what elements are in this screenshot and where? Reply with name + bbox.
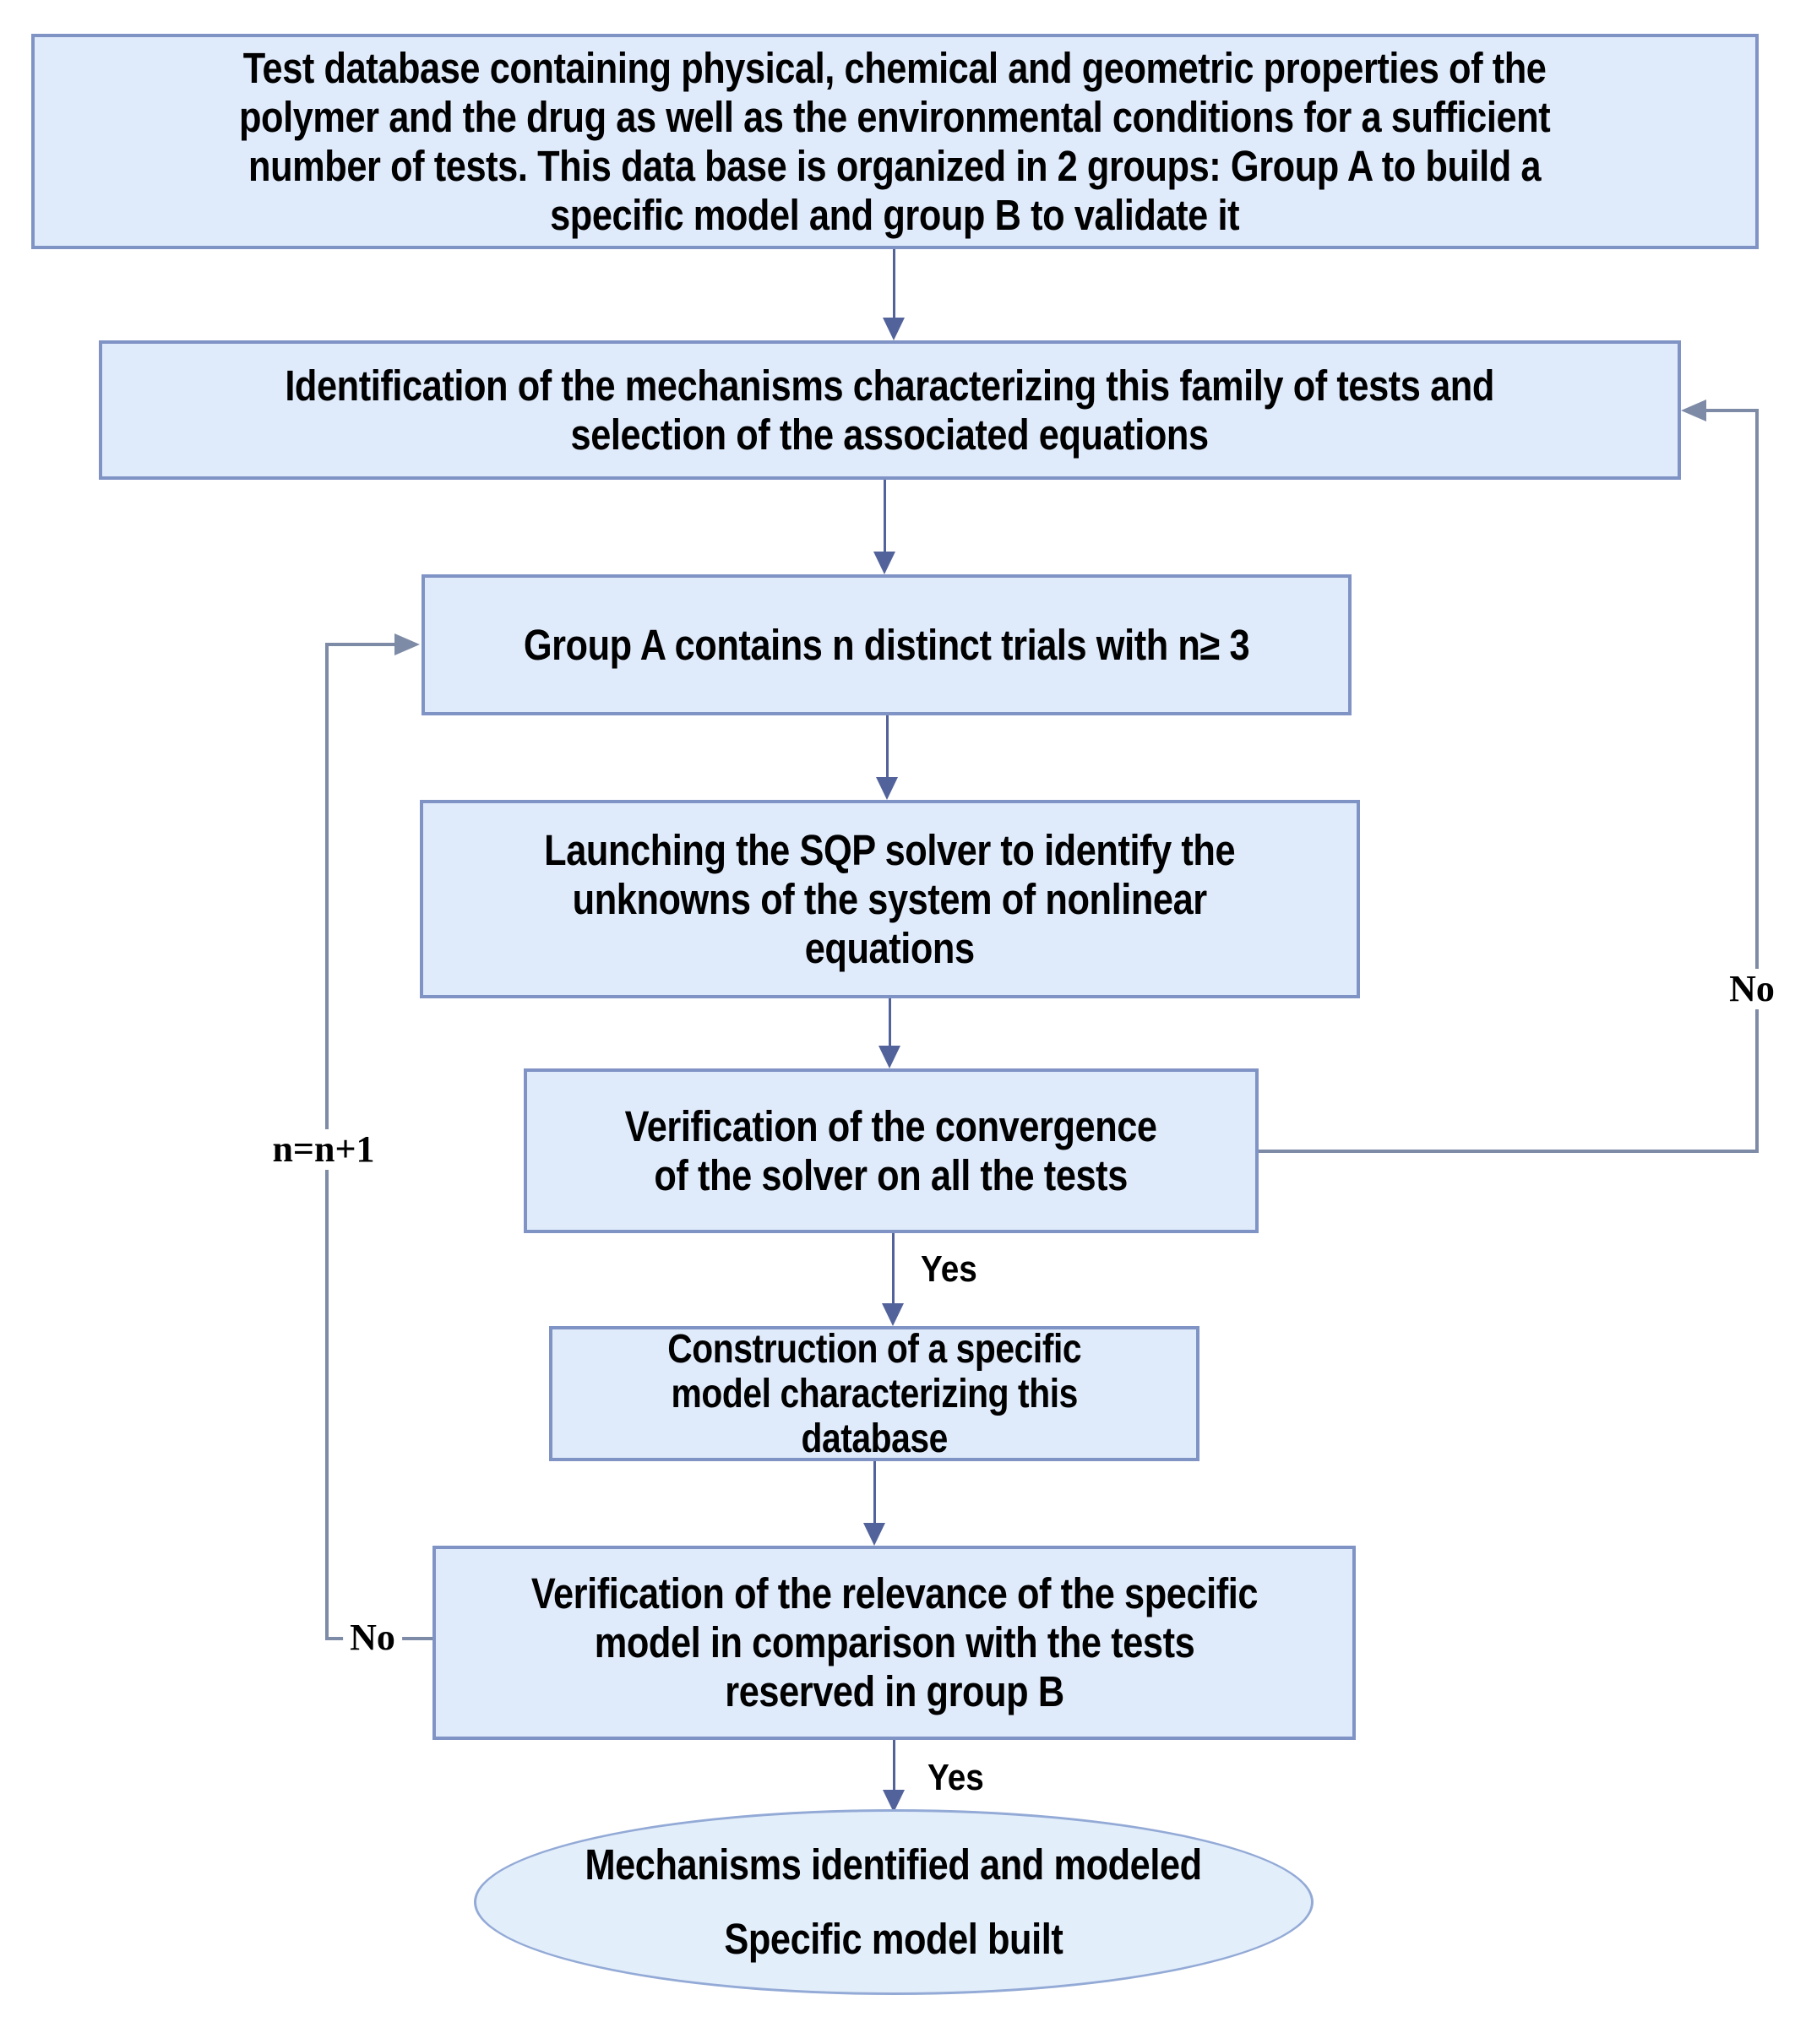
arrowhead-no-convergence-to-identification (1681, 400, 1706, 421)
node-construction-text: Construction of a specific model charact… (667, 1326, 1081, 1461)
label-yes-convergence: Yes (921, 1248, 977, 1290)
arrow-sqp-to-convergence (889, 998, 891, 1049)
node-group-a: Group A contains n distinct trials with … (422, 574, 1352, 715)
arrow-convergence-to-construction (892, 1233, 895, 1306)
arrowhead-convergence-to-construction (882, 1303, 904, 1326)
label-no-relevance: No (343, 1617, 402, 1658)
node-sqp-solver-text: Launching the SQP solver to identify the… (544, 825, 1236, 972)
arrowhead-identification-to-group-a (873, 552, 895, 574)
arrow-construction-to-relevance (873, 1461, 876, 1525)
arrowhead-database-to-identification (883, 318, 905, 340)
arrowhead-construction-to-relevance (863, 1523, 885, 1546)
arrowhead-no-relevance-to-group-a (394, 633, 420, 655)
loop-no-convergence-top-segment (1703, 409, 1759, 412)
node-identification: Identification of the mechanisms charact… (99, 340, 1681, 480)
arrow-identification-to-group-a (884, 480, 886, 554)
node-test-database-text: Test database containing physical, chemi… (239, 43, 1551, 239)
node-relevance-check: Verification of the relevance of the spe… (432, 1546, 1356, 1740)
node-identification-text: Identification of the mechanisms charact… (285, 361, 1495, 459)
label-yes-relevance: Yes (927, 1757, 984, 1798)
label-increment-counter: n=n+1 (265, 1129, 382, 1170)
node-convergence-check-text: Verification of the convergence of the s… (624, 1101, 1158, 1199)
loop-no-convergence-bottom-segment (1259, 1150, 1759, 1153)
node-group-a-text: Group A contains n distinct trials with … (523, 620, 1250, 669)
loop-no-convergence-vertical-segment (1755, 409, 1759, 1153)
node-sqp-solver: Launching the SQP solver to identify the… (420, 800, 1360, 998)
arrowhead-group-a-to-sqp (876, 777, 898, 800)
arrow-relevance-to-terminal (893, 1740, 895, 1792)
node-terminal: Mechanisms identified and modeled Specif… (474, 1809, 1314, 1995)
arrow-database-to-identification (893, 249, 895, 318)
node-construction: Construction of a specific model charact… (549, 1326, 1199, 1461)
node-test-database: Test database containing physical, chemi… (31, 34, 1759, 249)
arrowhead-sqp-to-convergence (878, 1046, 900, 1068)
loop-no-relevance-top-segment (327, 643, 396, 646)
arrow-group-a-to-sqp (886, 715, 889, 780)
node-relevance-check-text: Verification of the relevance of the spe… (530, 1569, 1258, 1715)
node-terminal-line2: Specific model built (724, 1915, 1063, 1963)
label-no-convergence: No (1722, 969, 1781, 1009)
node-terminal-line1: Mechanisms identified and modeled (585, 1840, 1203, 1889)
node-convergence-check: Verification of the convergence of the s… (524, 1068, 1259, 1233)
